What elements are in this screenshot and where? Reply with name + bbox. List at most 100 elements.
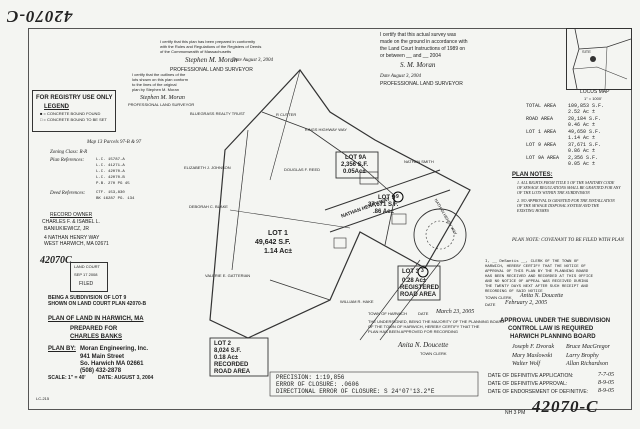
lot3-box [397,265,441,301]
lot9-marker [392,191,404,203]
legend-title: LEGEND [44,104,70,110]
right-statement: the Land Court Instructions of 1989 on [380,46,466,52]
deed-refs-label: Deed References: [50,191,86,196]
right-signature: S. M. Moran [400,61,436,69]
house-symbol [391,213,407,225]
area-value: 2.52 Ac ± [568,109,596,115]
plan-date: DATE: AUGUST 3, 2004 [98,375,154,381]
plan-title-prepared: PREPARED FOR [70,326,118,332]
board-signature: Joseph F. Dvorak [512,344,555,350]
plan-by-line: So. Harwich MA 02661 [80,361,144,367]
lot2-acres: 0.18 Ac± [214,355,239,361]
right-statement: or between __ and __ 2004 [380,53,441,59]
land-court-date: SEP 17 2008 [74,272,98,277]
lot3-marker [417,266,429,278]
deed-ref: BK 16287 PG. 134 [96,197,135,201]
road-extension [379,261,441,341]
plan-note-line: 1. ALL RIGHTS FROM TITLE 5 OF THE SANITA… [517,180,615,185]
lot-line [261,111,361,166]
registry-title: FOR REGISTRY USE ONLY [36,95,113,101]
locus-label: LOCUS MAP [580,89,610,95]
date-label: DATE OF ENDORSEMENT OF DEFINITIVE: [488,389,589,395]
lot3-label: LOT 3 [402,269,420,275]
town-clerk-signature: Anita N. Doucette [398,341,449,349]
precision-line: DIRECTIONAL ERROR OF CLOSURE: S 24°07'13… [276,388,435,395]
area-value: 0.05 Ac ± [568,161,596,167]
abutter-label: DEBORAH C. BLAKE [189,204,228,209]
map-parcels: Map 13 Parcels 97-B & 97 [87,140,142,145]
town-label: TOWN OF HARWICH [368,311,407,316]
lot1-acres: 1.14 Ac± [264,248,293,255]
approval-small: PLAN HAS BEEN APPROVED FOR RECORDING [368,329,459,334]
land-court-stamp: LAND COURT SEP 17 2008 FILED [70,262,108,292]
lot-line [231,129,249,271]
cul-de-sac-inner [425,220,455,250]
abutter-label: NATHAN SMITH [404,159,434,164]
lot2-box [209,337,269,377]
right-date: Date August 3, 2004 [380,74,422,79]
plan-by-line: 941 Main Street [80,354,125,360]
covenant-note: PLAN NOTE: COVENANT TO BE FILED WITH PLA… [512,238,624,243]
deed-ref: CTF. 153,830 [96,191,125,195]
abutter-label: ELIZABETH J. JOHNSON [184,165,231,170]
lot9a-label: LOT 9A [345,155,367,161]
surveyor-statement: I certify that this plan has been prepar… [160,39,256,44]
road-edge [329,189,451,233]
second-title: PROFESSIONAL LAND SURVEYOR [128,102,195,107]
date-value: 8-9-05 [598,380,614,386]
registry-box [32,90,116,132]
lot-line [269,69,301,181]
date-value: 7-7-05 [598,372,614,378]
land-court-case: 42070C [40,255,72,266]
record-owner-label: RECORD OWNER [50,212,93,218]
surveyor-statement: of the Commonwealth of Massachusetts [160,49,232,54]
locus-scale: 1" = 1000' [584,96,602,101]
clerk-line: THE TWENTY DAYS NEXT AFTER SUCH RECEIPT … [485,285,589,289]
area-value: 109,853 S.F. [568,103,605,109]
lot2-recorded: RECORDED [214,362,249,368]
plan-by-line: Moran Engineering, Inc. [80,346,149,352]
sheet-border [28,28,632,410]
area-value: 37,671 S.F. [568,142,602,148]
area-value: 1.14 Ac ± [568,135,596,141]
second-signature: Stephen M. Moran [140,95,185,101]
town-clerk-title: TOWN CLERK [420,351,447,356]
lot-line [359,164,396,246]
board-signature: Allan Richardson [566,361,608,367]
clerk-date-value: February 2, 2005 [505,300,548,306]
road-edge [324,169,441,211]
abutter-label: WILLIAM R. HAKE [340,299,374,304]
clerk-date-label: DATE [485,302,496,307]
lot-line [269,279,331,301]
lot-line [229,209,351,229]
subdivision-note: SHOWN ON LAND COURT PLAN 42070-B [48,301,147,307]
clerk-line: RECORDING OF SAID NOTICE [485,290,543,294]
lot2-area: 8,024 S.F. [214,348,242,354]
zoning: Zoning Class: R-R [50,150,88,155]
clerk-line: I, __ DeSantis __, CLERK OF THE TOWN OF [485,260,579,264]
area-label: LOT 1 AREA [526,129,557,135]
owner-line: 4 NATHAN HENRY WAY [44,235,100,241]
precision-line: PRECISION: 1:19,856 [276,374,345,381]
clerk-line: HARWICH, HEREBY CERTIFY THAT THE NOTICE … [485,265,586,269]
approval-small: THE UNDERSIGNED, BEING THE MAJORITY OF T… [368,319,505,324]
bound-set-icon: □ [40,117,43,122]
approval-title: HARWICH PLANNING BOARD [510,334,596,340]
bottom-left-code: LC-215 [36,396,50,401]
clerk-signature: Anita N. Doucette [520,293,564,299]
second-statement: to the lines of the original [132,82,177,87]
second-statement: I certify that the outlines of the [132,72,186,77]
plan-note-line: OF THE LOTS WITHIN THE SUBDIVISION [517,190,590,195]
board-signature: Walter Wolf [512,361,541,367]
abutter-label: R CUTTER [276,112,297,117]
plan-notes-title: PLAN NOTES: [512,172,553,178]
area-value: 0.86 Ac ± [568,148,596,154]
area-value: 49,650 S.F. [568,129,602,135]
second-statement: lots shown on this plan conform [132,77,189,82]
lot9-circle-label: 9 [396,194,399,200]
lot9a-acres: 0.05Ac± [343,169,366,175]
abutter-label: DOUGLAS F. REED [284,167,321,172]
plan-note-line: OF THE SEWAGE DISPOSAL SYSTEM AND THE [517,203,600,208]
abutter-label: KINGS HIGHWAY WAY [305,127,347,132]
